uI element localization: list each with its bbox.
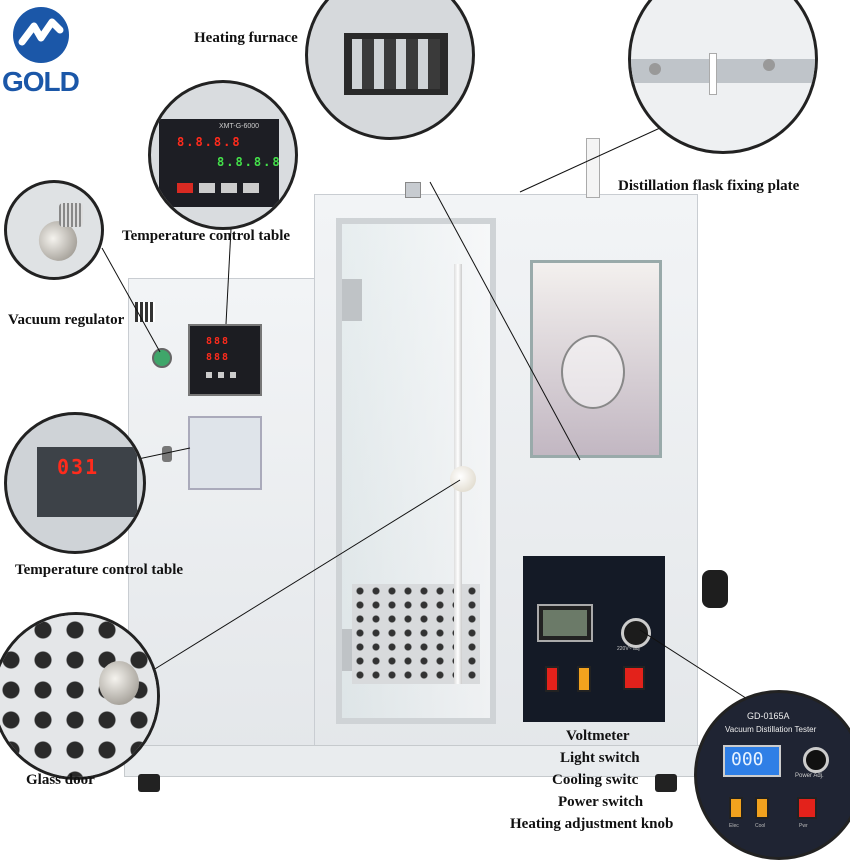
panel-knob-label: 220V~ adj	[617, 646, 640, 652]
zoom-panel-model: GD-0165A	[747, 711, 790, 721]
label-temperature-control-table-top: Temperature control table	[122, 228, 291, 244]
zoom-switch-1	[729, 797, 743, 819]
label-glass-door: Glass door	[26, 772, 95, 788]
zoom-switch-2	[755, 797, 769, 819]
label-heating-adjustment-knob: Heating adjustment knob	[510, 816, 674, 832]
zoom-switch-3	[797, 797, 817, 819]
zoom-panel-name: Vacuum Distillation Tester	[725, 725, 817, 734]
label-power-switch: Power switch	[558, 794, 644, 810]
foot-right	[655, 774, 677, 792]
logo	[8, 4, 74, 66]
base-plate	[124, 745, 704, 777]
zoom-vacuum-regulator	[4, 180, 104, 280]
label-distillation-flask-fixing-plate: Distillation flask fixing plate	[618, 178, 800, 194]
zoom-switch-label-3: Pwr	[799, 823, 808, 829]
leader-flask-plate	[519, 127, 661, 193]
zoom-glass-door	[0, 612, 160, 780]
zoom-lcd: 000	[723, 745, 781, 777]
distillation-flask	[561, 335, 625, 409]
label-heating-furnace: Heating furnace	[194, 30, 298, 46]
leader-vacuum-regulator	[101, 247, 161, 353]
light-switch[interactable]	[545, 666, 559, 692]
label-cooling-switch: Cooling switc	[552, 772, 639, 788]
label-voltmeter: Voltmeter	[566, 728, 630, 744]
small-switch[interactable]	[162, 446, 172, 462]
label-light-switch: Light switch	[560, 750, 640, 766]
leader-glass-door	[149, 479, 461, 673]
foot-left	[138, 774, 160, 792]
zoom-heating-furnace	[305, 0, 475, 140]
top-fitting-right	[586, 138, 600, 198]
voltmeter-display	[537, 604, 593, 642]
top-fitting	[405, 182, 421, 198]
logo-text: GOLD	[2, 66, 80, 97]
zoom-lcd-value: 000	[731, 749, 764, 770]
zoom-flask-plate	[628, 0, 818, 154]
zoom-controller-pv: 8.8.8.8	[177, 135, 242, 149]
heating-adjustment-knob[interactable]	[621, 618, 651, 648]
cooling-switch[interactable]	[577, 666, 591, 692]
zoom-panel-knob-label: Power Adj.	[795, 773, 824, 779]
zoom-readout-value: 031	[57, 455, 100, 479]
zoom-temperature-readout: 031	[4, 412, 146, 554]
zoom-panel-knob	[803, 747, 829, 773]
zoom-switch-label-1: Elec	[729, 823, 739, 829]
leader-knob	[639, 629, 753, 703]
door-hinge-top	[342, 279, 362, 321]
power-switch[interactable]	[623, 666, 645, 690]
heating-furnace-window	[530, 260, 662, 458]
label-vacuum-regulator: Vacuum regulator	[8, 312, 125, 328]
side-knob[interactable]	[702, 570, 728, 608]
temperature-controller[interactable]: 888 888	[188, 324, 262, 396]
zoom-switch-label-2: Cool	[755, 823, 766, 829]
door-ball-knob[interactable]	[450, 466, 476, 492]
zoom-controller-model: XMT-G-6000	[219, 123, 260, 130]
zoom-controller-sv: 8.8.8.8	[217, 155, 282, 169]
vacuum-regulator-knob[interactable]	[152, 348, 172, 368]
label-temperature-control-table-left: Temperature control table	[15, 562, 184, 578]
control-panel: 220V~ adj	[523, 556, 665, 722]
zoom-temperature-controller: XMT-G-6000 8.8.8.8 8.8.8.8	[148, 80, 298, 230]
temperature-display-unit[interactable]	[188, 416, 262, 490]
zoom-control-panel: GD-0165A Vacuum Distillation Tester 000 …	[694, 690, 850, 860]
leader-heating-furnace	[429, 181, 581, 461]
logo-mark-icon	[13, 7, 69, 63]
